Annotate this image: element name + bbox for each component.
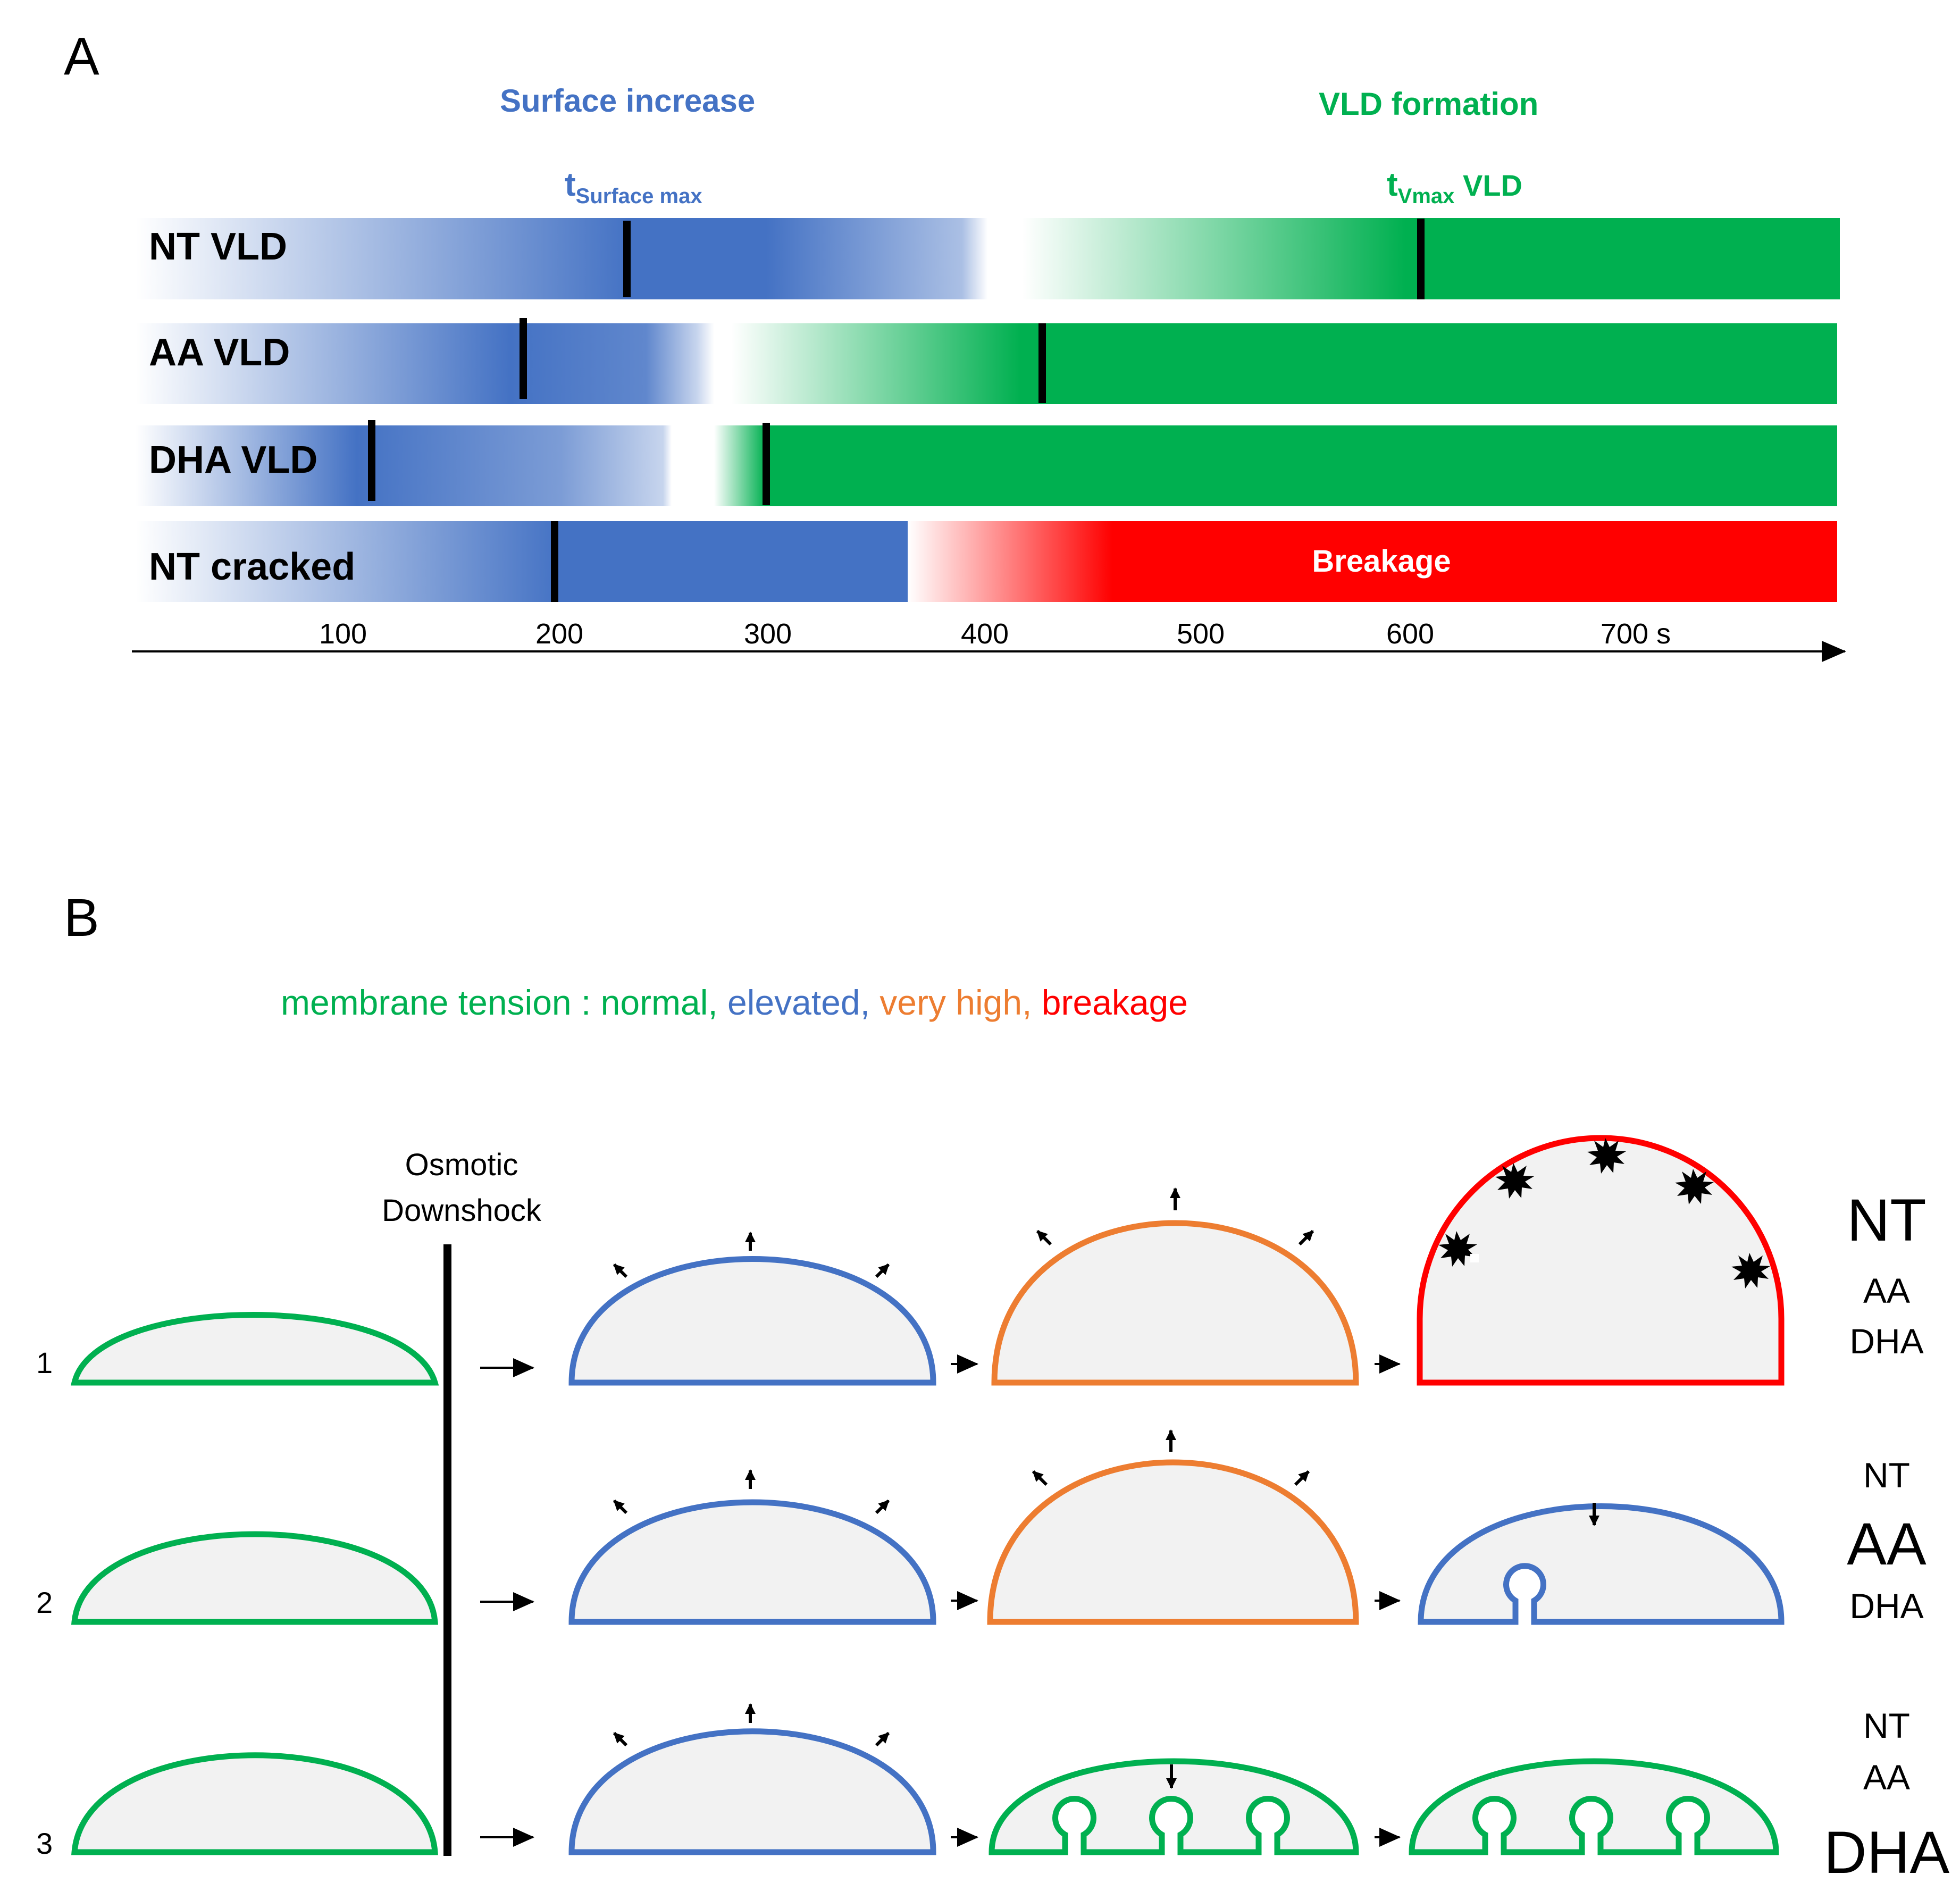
rupture-star-icon — [1731, 1253, 1770, 1288]
rupture-star-icon — [1495, 1163, 1534, 1199]
cell-very-high — [991, 1220, 1359, 1386]
cell-elevated — [568, 1256, 936, 1386]
bar-dha-vld — [136, 425, 1837, 506]
lipid-label-nt: NT — [1847, 1187, 1926, 1253]
tension-arrow — [875, 1263, 890, 1278]
rupture-star-icon — [1675, 1169, 1714, 1204]
row-number: 2 — [36, 1586, 53, 1619]
bar-nt-vld — [136, 218, 1840, 299]
bar-nt-cracked-red — [908, 521, 1837, 602]
tension-arrow — [613, 1499, 628, 1514]
bar-row-nt-vld: NT VLD — [136, 218, 1840, 299]
cell-elevated — [568, 1728, 936, 1855]
tension-arrow — [1036, 1229, 1052, 1246]
cell-elevated — [568, 1499, 936, 1625]
tension-arrow — [875, 1731, 890, 1747]
cell-vld-single — [1418, 1503, 1785, 1625]
osmotic-label: Osmotic — [405, 1148, 518, 1182]
surface-increase-title: Surface increase — [500, 83, 755, 119]
axis-tick: 600 — [1386, 618, 1434, 650]
rupture-star-icon — [1438, 1231, 1477, 1267]
lipid-label-aa: AA — [1863, 1758, 1910, 1797]
lipid-label-nt: NT — [1863, 1455, 1910, 1495]
lipid-label-aa: AA — [1847, 1511, 1927, 1577]
tension-arrow — [1294, 1470, 1310, 1486]
bar-aa-vld — [136, 323, 1837, 404]
axis-tick: 700 s — [1601, 618, 1671, 650]
bar-nt-cracked-blue — [136, 521, 908, 602]
axis-tick: 200 — [535, 618, 583, 650]
marker-vmax-nt-vld — [1417, 219, 1425, 299]
t-vmax-vld-label: tVmax VLD — [1387, 166, 1522, 208]
lipid-label-aa: AA — [1863, 1271, 1910, 1310]
breakage-label: Breakage — [1312, 544, 1451, 579]
marker-surface-nt-vld — [623, 221, 631, 297]
cell-normal — [71, 1752, 438, 1855]
downshock-label: Downshock — [382, 1193, 542, 1228]
row-number: 1 — [36, 1346, 53, 1379]
lipid-label-dha: DHA — [1849, 1321, 1923, 1361]
bar-label-aa-vld: AA VLD — [149, 331, 290, 374]
bar-row-nt-cracked: NT cracked Breakage — [136, 521, 1837, 602]
row-number: 3 — [36, 1827, 53, 1860]
cell-normal — [71, 1312, 439, 1386]
bar-label-nt-vld: NT VLD — [149, 225, 287, 268]
bar-row-aa-vld: AA VLD — [136, 318, 1837, 404]
cell-vld-multiple — [1409, 1758, 1779, 1855]
marker-vmax-dha-vld — [763, 423, 770, 505]
bar-row-dha-vld: DHA VLD — [136, 420, 1837, 506]
tension-arrow — [1298, 1229, 1314, 1246]
marker-surface-nt-cracked — [551, 521, 558, 602]
tension-legend: membrane tension : normal, elevated, ver… — [281, 983, 1188, 1022]
axis-tick: 500 — [1177, 618, 1225, 650]
lipid-label-nt: NT — [1863, 1706, 1910, 1745]
membrane-fragment — [1470, 1254, 1479, 1262]
bar-label-dha-vld: DHA VLD — [149, 439, 317, 481]
cell-normal — [71, 1531, 438, 1625]
scheme-row-3: 3 NT AA DHA — [36, 1703, 1950, 1883]
tension-arrow — [875, 1499, 890, 1514]
panel-a-letter: A — [64, 27, 99, 86]
rupture-star-icon — [1587, 1138, 1626, 1174]
axis-tick: 100 — [319, 618, 367, 650]
vld-formation-title: VLD formation — [1319, 86, 1538, 122]
t-surface-max-label: tSurface max — [565, 166, 702, 208]
lipid-label-dha: DHA — [1849, 1586, 1923, 1626]
marker-surface-dha-vld — [368, 420, 375, 501]
marker-vmax-aa-vld — [1038, 323, 1046, 403]
marker-surface-aa-vld — [520, 318, 527, 399]
panel-b-letter: B — [64, 888, 99, 948]
scheme-row-1: 1 NT AA DHA — [36, 1135, 1927, 1386]
cell-vld-multiple — [989, 1758, 1359, 1855]
lipid-label-dha: DHA — [1824, 1819, 1950, 1883]
scheme-row-2: 2 NT AA DHA — [36, 1429, 1927, 1626]
tension-arrow — [1032, 1470, 1048, 1486]
cell-very-high — [987, 1459, 1359, 1625]
tension-arrow — [613, 1263, 628, 1278]
tension-arrow — [613, 1731, 628, 1747]
axis-tick: 400 — [961, 618, 1009, 650]
downshock-divider — [443, 1244, 451, 1856]
axis-tick: 300 — [744, 618, 792, 650]
bar-label-nt-cracked: NT cracked — [149, 546, 355, 588]
